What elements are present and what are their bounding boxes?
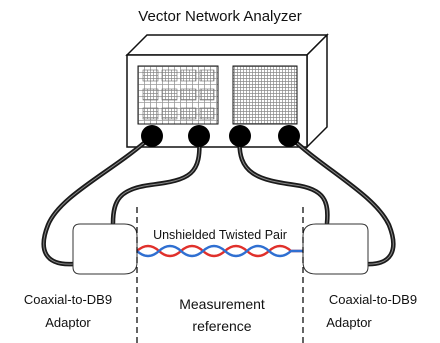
left-adaptor-label-line1: Coaxial-to-DB9 (24, 292, 112, 307)
twisted-pair-cable (136, 244, 303, 258)
vna-left-screen-blocks (142, 69, 215, 120)
right-adaptor-label-line2: Adaptor (326, 315, 372, 330)
coax-cables (41, 133, 396, 267)
right-adaptor-box (302, 223, 369, 275)
vna-port-1 (141, 125, 163, 147)
diagram-title: Vector Network Analyzer (138, 8, 301, 25)
measurement-reference-line2: reference (192, 318, 251, 334)
vna-ports (141, 125, 300, 147)
left-adaptor-box (72, 223, 138, 275)
vna-top-face (125, 34, 329, 56)
right-adaptor-label-line1: Coaxial-to-DB9 (329, 292, 417, 307)
twisted-pair-label: Unshielded Twisted Pair (153, 228, 287, 242)
vna-port-2 (188, 125, 210, 147)
measurement-reference-line1: Measurement (179, 296, 265, 312)
twisted-pair-blue-wire (136, 244, 303, 258)
coax-cable-port3 (237, 133, 330, 226)
vna-right-screen (232, 65, 298, 125)
vna-port-4 (278, 125, 300, 147)
vna-side-face (306, 33, 328, 149)
left-adaptor-label-line2: Adaptor (45, 315, 91, 330)
vna-port-3 (229, 125, 251, 147)
coax-cable-port2 (110, 133, 202, 226)
